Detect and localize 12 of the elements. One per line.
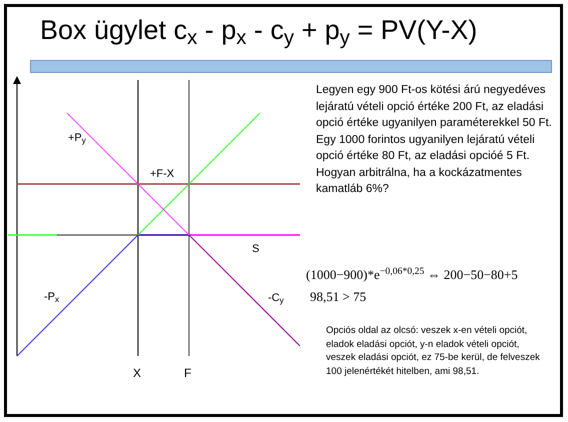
formula-text: 98,51 > 75 [310, 288, 366, 306]
problem-text: Legyen egy 900 Ft-os kötési árú negyedéves lejáratú vételi opció értéke 200 Ft, az eladási opció értéke ugyanilyen paraméterekkel 50 Ft. Egy 1000 forintos ugyanilyen lejáratú vételi opció értéke 80 Ft, az eladási opcióé 5 Ft. Hogyan arbitrálna, ha a kockázatmentes kamatláb 6%? [316, 83, 553, 197]
axis-label: F [184, 365, 192, 382]
formula-text: (1000−900)*e$^{−0,06*0,25}$ ⇔ 200−50−80+5 [306, 265, 518, 284]
axis-label: X [133, 365, 142, 382]
answer-text: Opciós oldal az olcsó: veszek x-en vételi opciót, eladok eladási opciót, y-n eladok vételi opciót, veszek eladási opciót, ez 75-be kerül, de felveszek 100 jelenértékét hitelben, ami 98,51. [326, 324, 541, 378]
slide-title: Box ügylet c$_{x}$ - p$_{x}$ - c$_{y}$ + p$_{y}$ = PV(Y-X) [40, 14, 478, 48]
line-label: +F-X [150, 167, 174, 182]
axis-label: S [252, 242, 260, 257]
curve-label: -C$_{y}$ [268, 291, 284, 306]
curve-label: -P$_{x}$ [44, 290, 60, 306]
curve-label: +P$_{y}$ [68, 131, 86, 146]
